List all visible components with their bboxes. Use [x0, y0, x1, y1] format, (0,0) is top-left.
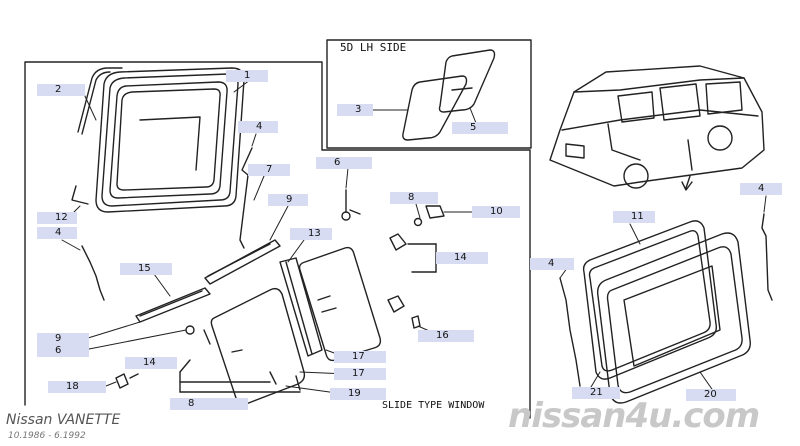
- callout-part-8-top: 8: [390, 192, 438, 204]
- callout-part-9-top: 9: [268, 194, 308, 206]
- main-frame-lines: [24, 61, 531, 419]
- callout-part-12: 12: [37, 212, 77, 224]
- callout-part-16: 16: [418, 330, 474, 342]
- callout-part-1: 1: [226, 70, 268, 82]
- callout-part-11: 11: [613, 211, 655, 223]
- callout-part-17-upper: 17: [334, 351, 386, 363]
- leader-lines: [61, 79, 767, 395]
- fixed-window-assembly: [71, 67, 245, 213]
- inset-box: [326, 39, 532, 149]
- right-window-assembly: [559, 213, 773, 404]
- callout-part-15: 15: [120, 263, 172, 275]
- callout-part-18: 18: [48, 381, 106, 393]
- vehicle-model: Nissan VANETTE: [6, 412, 121, 428]
- callout-part-6-top: 6: [316, 157, 372, 169]
- callout-part-7: 7: [248, 164, 290, 176]
- callout-part-19: 19: [330, 388, 386, 400]
- callout-part-2: 2: [37, 84, 85, 96]
- callout-part-3: 3: [337, 104, 373, 116]
- van-illustration: [549, 65, 765, 191]
- weatherstrip-left-bottom: [81, 245, 105, 301]
- watermark: nissan4u.com: [508, 396, 760, 436]
- callout-part-4-top: 4: [238, 121, 278, 133]
- slide-window-assembly: [115, 189, 447, 406]
- weatherstrip-left-top: [239, 147, 253, 249]
- callout-part-17-lower: 17: [334, 368, 386, 380]
- callout-part-14-right: 14: [436, 252, 488, 264]
- callout-part-6-bottom: 6: [37, 345, 89, 357]
- callout-part-21: 21: [572, 387, 620, 399]
- callout-part-20: 20: [686, 389, 736, 401]
- callout-part-10: 10: [472, 206, 520, 218]
- callout-part-8-bottom: 8: [170, 398, 248, 410]
- callout-part-4-mid: 4: [530, 258, 574, 270]
- callout-part-4-left: 4: [37, 227, 77, 239]
- production-range: 10.1986 - 6.1992: [8, 431, 86, 441]
- callout-part-14-left: 14: [125, 357, 177, 369]
- callout-part-9-bottom: 9: [37, 333, 89, 345]
- inset-glass-panels: [402, 49, 496, 141]
- inset-label: 5D LH SIDE: [340, 41, 407, 54]
- callout-part-13: 13: [290, 228, 332, 240]
- callout-part-5: 5: [452, 122, 508, 134]
- window-type-label: SLIDE TYPE WINDOW: [382, 400, 485, 411]
- callout-part-4-right: 4: [740, 183, 782, 195]
